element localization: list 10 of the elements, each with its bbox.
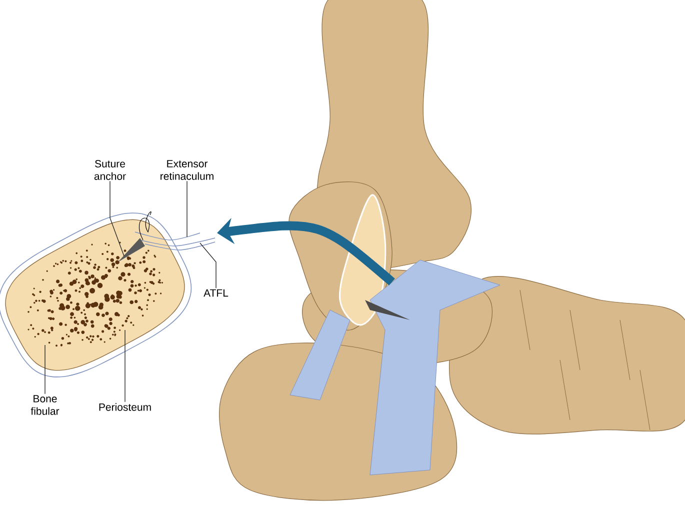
part-label: ATFL xyxy=(204,289,228,297)
leader-line xyxy=(200,242,216,289)
leader-line xyxy=(44,344,46,394)
leader-line xyxy=(186,180,188,238)
leader-line xyxy=(124,330,126,402)
leader-line xyxy=(110,180,124,256)
part-label: Suture anchor xyxy=(94,160,126,180)
part-label: Periosteum xyxy=(99,403,151,411)
part-label: Extensor retinaculum xyxy=(160,160,214,180)
part-label: Bone fibular xyxy=(30,395,60,415)
